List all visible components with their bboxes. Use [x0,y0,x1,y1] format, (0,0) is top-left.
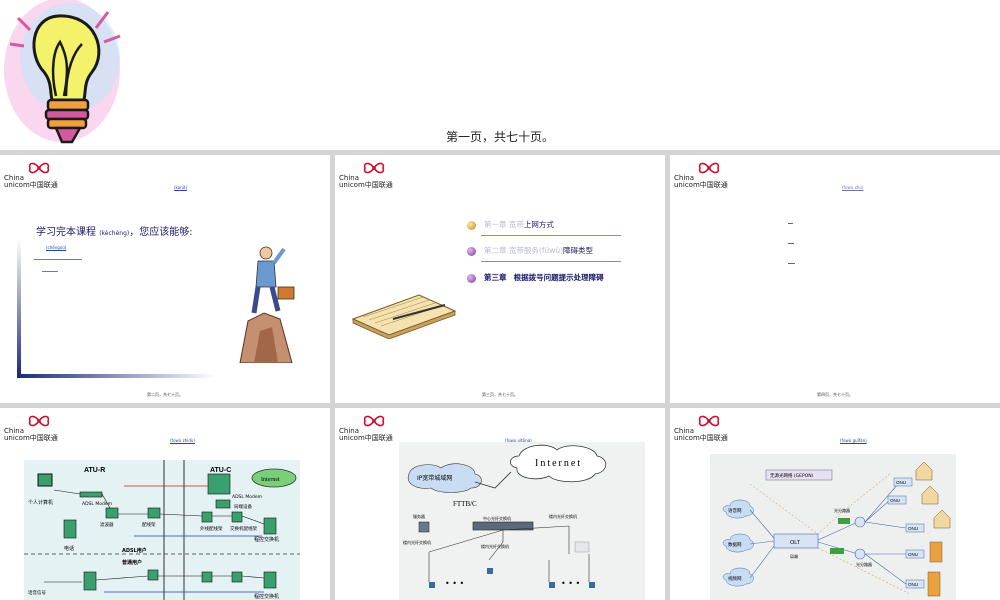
svg-text:ONU: ONU [908,552,918,557]
svg-text:普通用户: 普通用户 [122,559,142,566]
svg-text:局端设备: 局端设备 [234,503,252,510]
header-link[interactable]: (fúwù chù) [842,185,864,190]
text-mark [788,263,795,264]
svg-text:服务器: 服务器 [413,513,425,519]
svg-text:中心光纤交换机: 中心光纤交换机 [483,515,511,521]
header-link[interactable]: (fúwù xìtǒng) [505,438,532,443]
text-mark [788,243,794,244]
header-link[interactable]: (fúwù guīfàn) [840,438,867,443]
svg-text:ATU-C: ATU-C [210,467,231,474]
svg-text:电话: 电话 [64,545,74,552]
svg-text:话音信号: 话音信号 [28,589,46,596]
svg-text:ONU: ONU [890,498,900,503]
svg-text:语音网: 语音网 [728,507,742,514]
svg-text:配线架: 配线架 [142,521,156,528]
pinyin-link[interactable]: (chéngxù) [46,245,67,250]
header-link[interactable]: (fúwù zhìdù) [170,438,195,443]
svg-text:局端: 局端 [790,553,798,559]
gepon-network-diagram: 无源光网络 (GEPON) 语音网 数据网 视频网 OLT 局端 光分路器 光分… [710,454,956,600]
lightbulb-illustration [0,0,140,150]
svg-text:ONU: ONU [908,582,918,587]
svg-text:Internet: Internet [535,458,582,469]
notebook-illustration [351,294,457,339]
fttb-network-diagram: Internet IP宽带城域网 FTTB/C 中心光纤交换机 服务器 楼内光纤… [399,442,645,600]
svg-text:FTTB/C: FTTB/C [453,500,477,508]
adsl-network-diagram: ATU-R ATU-C Internet 个人计算机 ADSL Modem 滤波… [24,460,300,600]
svg-text:个人计算机: 个人计算机 [28,499,53,506]
vertical-accent-bar [17,239,21,377]
page-number: 第四页，共七十页。 [817,392,853,397]
chapter-divider [481,261,621,262]
bullet-icon [467,220,476,230]
svg-text:程控交换机: 程控交换机 [254,593,279,600]
svg-text:ONU: ONU [908,526,918,531]
climber-illustration [239,246,295,363]
horizontal-accent-bar [17,374,217,378]
svg-text:交换机配线架: 交换机配线架 [230,525,257,532]
svg-text:无源光网络 (GEPON): 无源光网络 (GEPON) [770,472,814,479]
svg-text:光分路器: 光分路器 [856,561,872,567]
chapter-divider [481,235,621,236]
svg-text:楼内光纤交换机: 楼内光纤交换机 [549,513,577,519]
svg-text:• • •: • • • [561,579,580,588]
text-line [34,259,82,260]
svg-text:ADSL用户: ADSL用户 [122,547,147,554]
slide-thumbnail-1[interactable]: 第一页，共七十页。 [0,0,1000,150]
svg-text:程控交换机: 程控交换机 [254,536,279,543]
bullet-icon [467,246,476,256]
svg-text:楼内光纤交换机: 楼内光纤交换机 [481,543,509,549]
header-link[interactable]: (kanit) [174,185,188,190]
svg-text:数据网: 数据网 [728,541,742,548]
slide-title: 学习完本课程 (kèchéng)，您应该能够: [36,227,193,238]
page-counter: 第一页，共七十页。 [445,130,554,144]
svg-text:外线配线架: 外线配线架 [200,525,223,532]
text-mark [788,223,793,224]
svg-text:ADSL Modem: ADSL Modem [232,494,262,500]
svg-text:ONU: ONU [896,480,906,485]
svg-text:• • •: • • • [445,579,464,588]
text-line [42,271,58,272]
page-number: 第二页，共七十页。 [147,392,183,397]
svg-text:滤波器: 滤波器 [100,521,114,528]
chapter-3[interactable]: 第三章 根据拨号问题提示处理障碍 [467,272,604,283]
page-number: 第三页，共七十页。 [482,392,518,397]
svg-text:视频网: 视频网 [728,575,742,582]
svg-text:楼内光纤交换机: 楼内光纤交换机 [403,539,431,545]
svg-text:OLT: OLT [790,540,801,546]
svg-text:Internet: Internet [261,477,280,483]
svg-text:IP宽带城域网: IP宽带城域网 [417,474,452,482]
svg-text:光分路器: 光分路器 [834,507,850,513]
svg-text:ADSL Modem: ADSL Modem [82,501,112,507]
chapter-2[interactable]: 第二章 宽带服务(fúwù)障碍类型 [467,245,593,256]
chapter-1[interactable]: 第一章 宽带上网方式 [467,219,554,230]
bullet-icon [467,273,476,283]
svg-text:ATU-R: ATU-R [84,467,105,474]
